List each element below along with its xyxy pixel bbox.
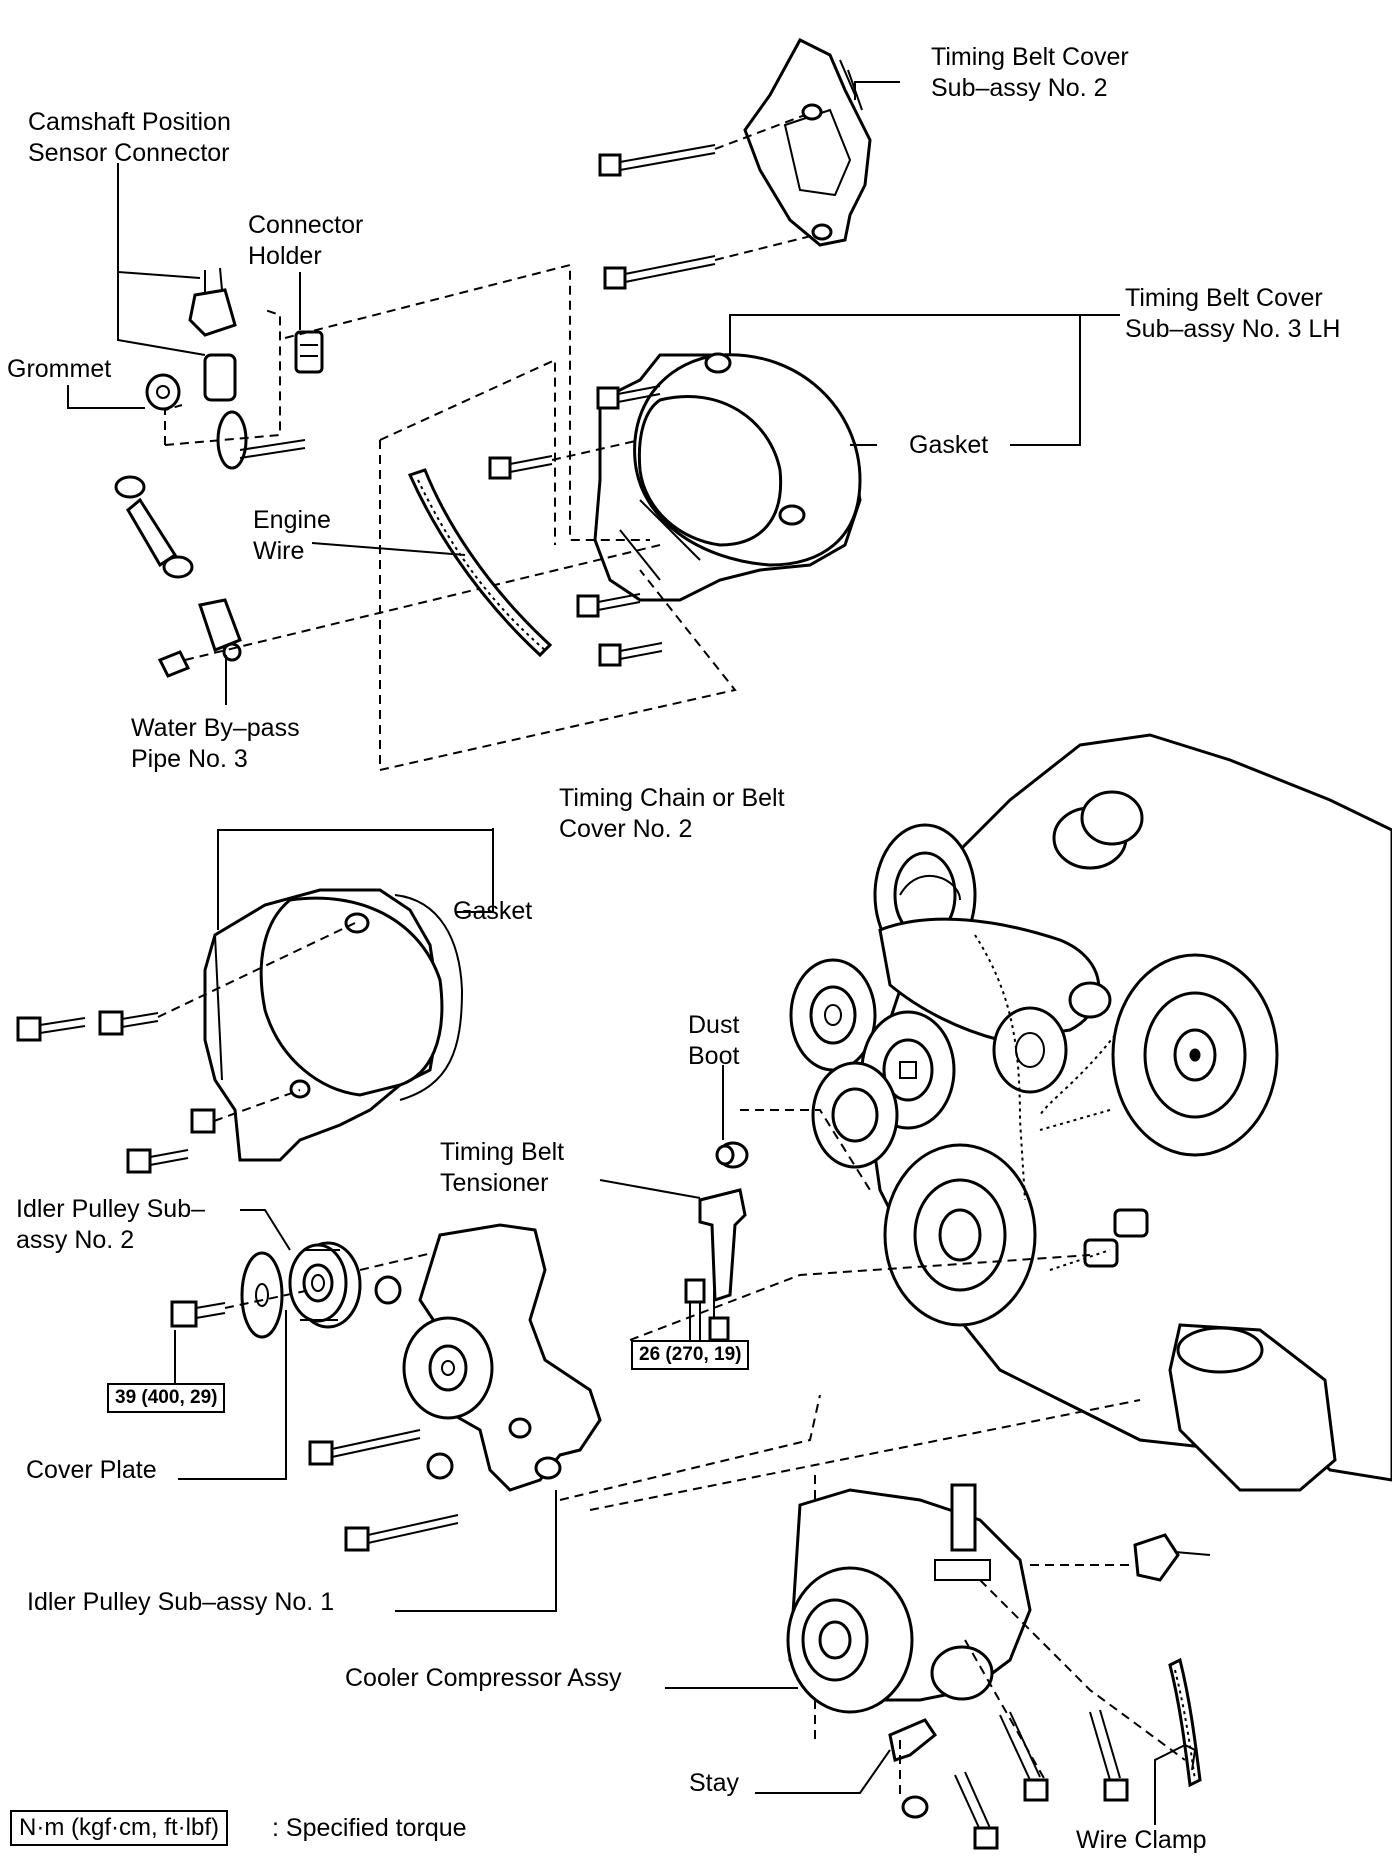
upper-leaders	[67, 81, 1120, 705]
timing-belt-cover-no2-part	[743, 38, 872, 247]
label-stay: Stay	[689, 1769, 740, 1797]
timing-belt-cover-no3-part	[593, 352, 862, 602]
cover-no2-bolts	[598, 114, 816, 290]
connector-holder-part	[294, 330, 324, 374]
engine-assembly-part	[789, 733, 1392, 1492]
label-gasket-lower: Gasket	[453, 897, 533, 925]
legend-text: : Specified torque	[272, 1814, 467, 1842]
chain-cover-bolts	[16, 922, 356, 1174]
cooler-compressor-part	[786, 1483, 1211, 1714]
label-dust-boot: Dust Boot	[688, 1011, 740, 1070]
chain-cover-leaders	[217, 828, 494, 930]
label-cover-plate: Cover Plate	[26, 1456, 157, 1484]
water-bypass-pipe-part	[114, 475, 661, 678]
grommet-part	[145, 373, 181, 411]
wire-clamp-part	[1168, 1657, 1202, 1788]
label-gasket-upper: Gasket	[909, 431, 989, 459]
label-connector-holder: Connector Holder	[248, 211, 364, 270]
label-timing-belt-tensioner: Timing Belt Tensioner	[440, 1138, 565, 1197]
timing-chain-cover-part	[203, 888, 464, 1162]
label-timing-belt-cover-no3: Timing Belt Cover Sub–assy No. 3 LH	[1125, 284, 1341, 343]
label-water-bypass-pipe: Water By–pass Pipe No. 3	[131, 714, 300, 773]
upper-dashed-outlines	[164, 263, 737, 772]
compressor-bolts	[901, 1709, 1129, 1850]
torque-tensioner-bolt: 26 (270, 19)	[631, 1340, 750, 1370]
stay-part	[888, 1718, 938, 1762]
label-timing-belt-cover-no2: Timing Belt Cover Sub–assy No. 2	[931, 43, 1129, 102]
lower-dashed-links	[559, 1109, 1141, 1740]
lower-left-leaders	[174, 1065, 724, 1612]
cover-no3-bolts	[488, 385, 663, 667]
label-idler-pulley-no2: Idler Pulley Sub– assy No. 2	[16, 1195, 206, 1254]
label-timing-chain-cover: Timing Chain or Belt Cover No. 2	[559, 784, 785, 843]
label-cooler-compressor: Cooler Compressor Assy	[345, 1664, 622, 1692]
compressor-dashed	[899, 1564, 1186, 1800]
engine-wire-part	[407, 468, 553, 658]
torque-idler-bolt: 39 (400, 29)	[107, 1383, 226, 1413]
tensioner-bracket-part	[402, 1223, 602, 1492]
legend-unit-box: N·m (kgf·cm, ft·lbf)	[10, 1810, 228, 1846]
label-grommet: Grommet	[7, 355, 112, 383]
label-idler-pulley-no1: Idler Pulley Sub–assy No. 1	[27, 1588, 335, 1616]
compressor-leaders	[665, 1687, 1186, 1825]
bracket-bolts	[308, 1429, 459, 1552]
label-engine-wire: Engine Wire	[253, 506, 331, 565]
idler-pulley-no2-part	[288, 1241, 362, 1329]
label-wire-clamp: Wire Clamp	[1076, 1826, 1207, 1854]
timing-belt-tensioner-part	[684, 1141, 749, 1342]
label-camshaft-position-sensor-connector: Camshaft Position Sensor Connector	[28, 108, 231, 167]
cover-plate-part	[240, 1251, 284, 1339]
idler-bolt-part	[170, 1249, 446, 1328]
